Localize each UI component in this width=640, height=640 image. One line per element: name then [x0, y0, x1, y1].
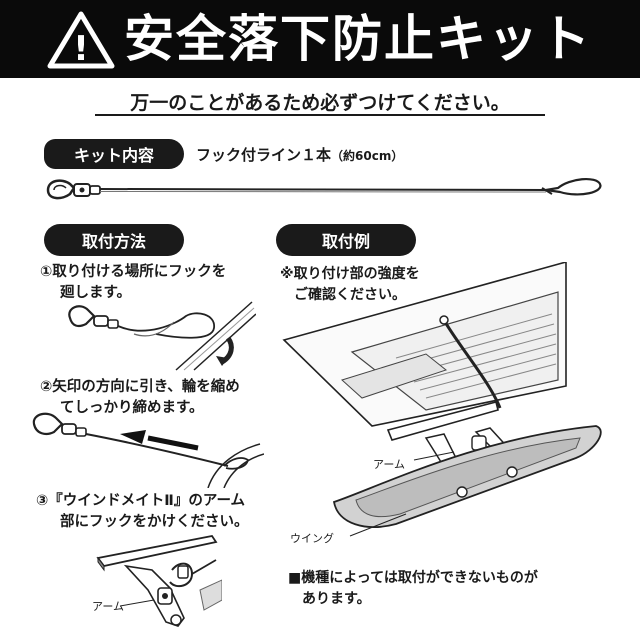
step-3-arm-caption: アーム	[92, 600, 125, 613]
subtitle-underline	[95, 114, 545, 116]
install-example-illustration	[282, 262, 602, 537]
step-3-illustration	[96, 535, 222, 627]
compatibility-note-line1: ■機種によっては取付ができないものが	[288, 570, 538, 586]
step-2: ②矢印の方向に引き、輪を縮め てしっかり締めます。	[40, 377, 240, 419]
step-1-line2: 廻します。	[60, 285, 132, 301]
step-2-illustration	[32, 412, 264, 488]
step-1-illustration	[68, 301, 256, 371]
install-example-label: 取付例	[276, 224, 416, 256]
kit-description-text: フック付ライン１本	[196, 146, 332, 164]
step-2-line1: ②矢印の方向に引き、輪を縮め	[40, 379, 240, 395]
example-arm-caption: アーム	[373, 458, 406, 471]
compatibility-note: ■機種によっては取付ができないものが あります。	[288, 568, 538, 610]
example-wing-caption: ウイング	[290, 532, 334, 545]
strength-note: ※取り付け部の強度を ご確認ください。	[280, 264, 420, 306]
kit-description: フック付ライン１本（約60cm）	[196, 144, 403, 165]
kit-contents-label: キット内容	[44, 139, 184, 169]
step-3-line2: 部にフックをかけください。	[60, 514, 249, 530]
install-method-label: 取付方法	[44, 224, 184, 256]
step-1-line1: ①取り付ける場所にフックを	[40, 264, 227, 280]
compatibility-note-line2: あります。	[302, 591, 371, 607]
step-2-line2: てしっかり締めます。	[60, 400, 204, 416]
step-3: ③『ウインドメイトⅡ』のアーム 部にフックをかけください。	[36, 491, 249, 533]
step-1: ①取り付ける場所にフックを 廻します。	[40, 262, 226, 304]
strength-note-line1: ※取り付け部の強度を	[280, 266, 420, 282]
page-title: 安全落下防止キット	[124, 10, 592, 68]
header-banner: ! 安全落下防止キット	[0, 0, 640, 78]
warning-triangle-icon: !	[47, 11, 115, 69]
warning-symbol: !	[73, 29, 89, 69]
subtitle: 万一のことがあるため必ずつけてください。	[130, 92, 510, 114]
hook-line-illustration	[46, 178, 602, 200]
strength-note-line2: ご確認ください。	[294, 287, 406, 303]
kit-length-note: （約60cm）	[331, 149, 404, 163]
step-3-line1: ③『ウインドメイトⅡ』のアーム	[36, 493, 246, 509]
